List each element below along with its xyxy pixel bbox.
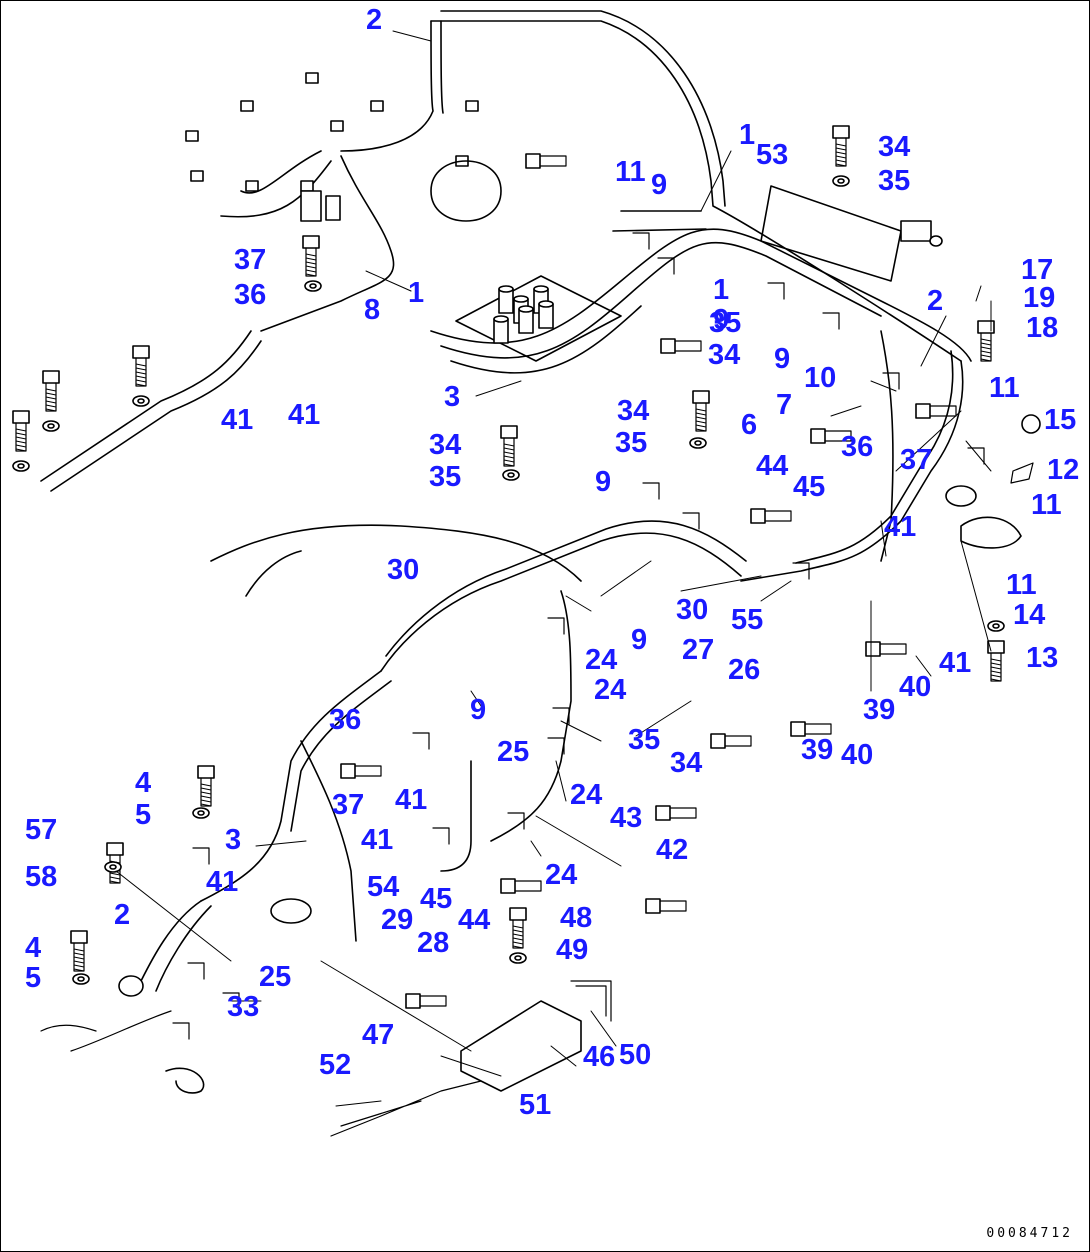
callout-label: 36 (841, 431, 874, 463)
callout-label: 9 (651, 169, 668, 201)
callout-label: 41 (288, 399, 321, 431)
callout-label: 43 (610, 802, 643, 834)
callout-label: 34 (708, 339, 741, 371)
callout-label: 2 (366, 4, 383, 36)
callout-label: 41 (939, 647, 972, 679)
callout-label: 52 (319, 1049, 352, 1081)
callout-label: 45 (793, 471, 826, 503)
callout-label: 9 (470, 694, 487, 726)
callout-label: 11 (615, 156, 646, 188)
callout-label: 58 (25, 861, 58, 893)
callout-label: 37 (234, 244, 267, 276)
callout-label: 6 (741, 409, 758, 441)
callout-label: 35 (709, 307, 742, 339)
callout-label: 17 (1021, 254, 1054, 286)
callout-label: 4 (135, 767, 152, 799)
callout-label: 53 (756, 139, 789, 171)
callout-label: 41 (206, 866, 239, 898)
callout-label: 47 (362, 1019, 395, 1051)
callout-label: 30 (676, 594, 709, 626)
callout-label: 51 (519, 1089, 552, 1121)
callout-label: 24 (545, 859, 578, 891)
callout-label: 9 (595, 466, 612, 498)
callout-label: 39 (863, 694, 896, 726)
callout-label: 3 (225, 824, 242, 856)
callout-label: 24 (570, 779, 603, 811)
callout-label: 35 (429, 461, 462, 493)
callout-label: 28 (417, 927, 450, 959)
callout-label: 50 (619, 1039, 652, 1071)
callout-label: 35 (615, 427, 648, 459)
callout-label: 24 (585, 644, 618, 676)
callout-label: 42 (656, 834, 689, 866)
callout-label: 41 (395, 784, 428, 816)
callout-label: 41 (221, 404, 254, 436)
callout-label: 34 (670, 747, 703, 779)
callout-label: 36 (329, 704, 362, 736)
callout-label: 1 (408, 277, 425, 309)
callout-label: 24 (594, 674, 627, 706)
callout-label: 34 (429, 429, 462, 461)
callout-label: 18 (1026, 312, 1059, 344)
callout-label: 35 (628, 724, 661, 756)
callout-label: 44 (756, 450, 789, 482)
callout-label: 34 (617, 395, 650, 427)
callout-label: 36 (234, 279, 267, 311)
callout-label: 29 (381, 904, 414, 936)
callout-label: 57 (25, 814, 58, 846)
callout-label: 48 (560, 902, 593, 934)
callout-label: 35 (878, 165, 911, 197)
callout-label: 44 (458, 904, 491, 936)
callout-label: 40 (899, 671, 932, 703)
callout-label: 1 (713, 274, 730, 306)
callout-label: 9 (631, 624, 648, 656)
callout-label: 46 (583, 1041, 616, 1073)
callout-label: 19 (1023, 282, 1056, 314)
callout-label: 15 (1044, 404, 1077, 436)
callout-label: 26 (728, 654, 761, 686)
callout-label: 27 (682, 634, 715, 666)
callout-label: 25 (259, 961, 292, 993)
callout-label: 37 (900, 444, 933, 476)
callout-label: 11 (1006, 569, 1037, 601)
callout-label: 45 (420, 883, 453, 915)
callout-label: 11 (1031, 489, 1062, 521)
callout-label: 9 (774, 343, 791, 375)
callout-label: 9 (713, 304, 730, 336)
drawing-code: 00084712 (986, 1226, 1073, 1241)
callout-label: 14 (1013, 599, 1046, 631)
callout-label: 49 (556, 934, 589, 966)
callout-label: 41 (361, 824, 394, 856)
callout-label: 55 (731, 604, 764, 636)
callout-label: 41 (884, 511, 917, 543)
callout-label: 33 (227, 991, 260, 1023)
callout-label: 34 (878, 131, 911, 163)
callout-label: 5 (25, 962, 42, 994)
callout-label: 12 (1047, 454, 1080, 486)
callout-label: 13 (1026, 642, 1059, 674)
callout-label: 40 (841, 739, 874, 771)
callout-label: 10 (804, 362, 837, 394)
callout-label: 4 (25, 932, 42, 964)
callout-label: 1 (739, 119, 756, 151)
callout-label: 11 (989, 372, 1020, 404)
callout-label: 39 (801, 734, 834, 766)
callout-label: 25 (497, 736, 530, 768)
callout-label: 5 (135, 799, 152, 831)
callout-label: 3 (444, 381, 461, 413)
callout-label: 30 (387, 554, 420, 586)
callout-label: 2 (927, 285, 944, 317)
callout-label: 37 (332, 789, 365, 821)
callout-label: 7 (776, 389, 793, 421)
callout-label: 54 (367, 871, 400, 903)
callout-label: 8 (364, 294, 381, 326)
callout-label: 2 (114, 899, 131, 931)
